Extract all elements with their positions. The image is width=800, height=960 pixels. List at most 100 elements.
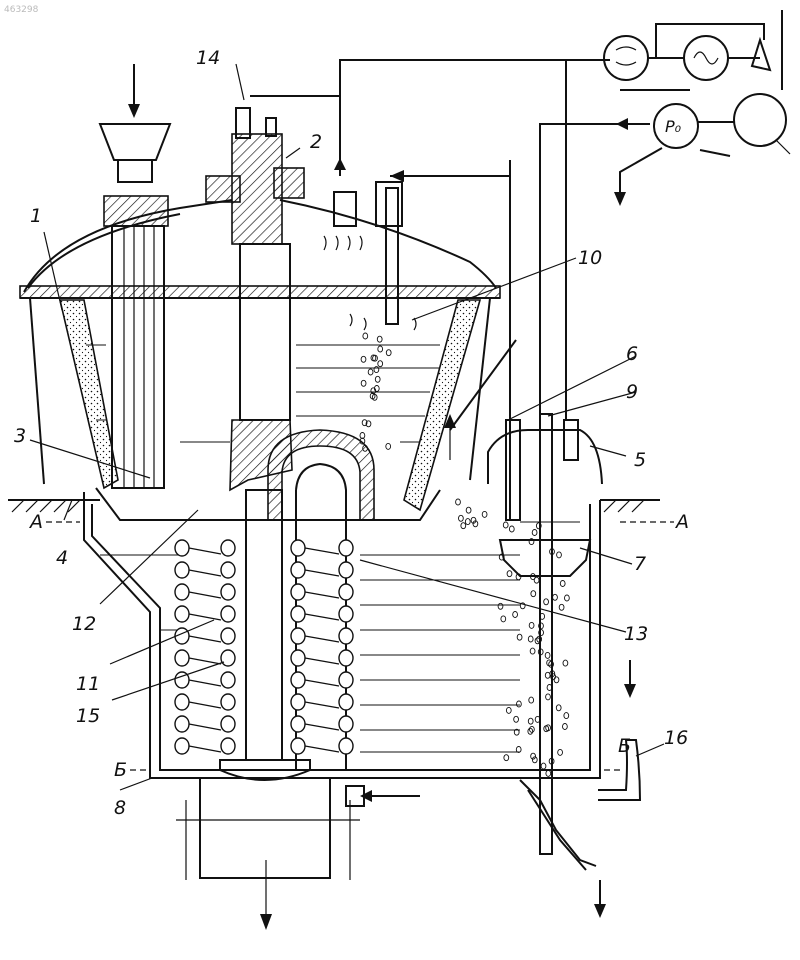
coil-turn — [291, 650, 305, 666]
coil-turn — [291, 738, 305, 754]
coil-turn — [221, 540, 235, 556]
gas-bubble — [529, 622, 534, 628]
coil-link — [305, 746, 339, 752]
coil-turn — [339, 628, 353, 644]
gas-bubble — [564, 713, 569, 719]
watermark-text: 463298 — [4, 5, 39, 15]
coil-link — [189, 680, 221, 686]
gas-bubble — [560, 581, 565, 587]
equipment-symbols: P₀ — [604, 10, 790, 206]
coil-turn — [221, 672, 235, 688]
gas-bubble — [541, 763, 546, 769]
gas-bubble — [514, 716, 519, 722]
gas-bubble — [459, 515, 464, 521]
gas-bubble — [528, 636, 533, 642]
coil-turn — [291, 562, 305, 578]
coil-turn — [221, 562, 235, 578]
coil-turn — [291, 540, 305, 556]
gas-bubble — [517, 701, 522, 707]
coil-link — [305, 614, 339, 620]
coil-turn — [291, 694, 305, 710]
coil-turn — [175, 650, 189, 666]
outlet-16 — [520, 660, 640, 918]
coil-turn — [339, 694, 353, 710]
coil-turn — [291, 584, 305, 600]
gas-bubble — [554, 677, 559, 683]
coil-turn — [339, 716, 353, 732]
coil-link — [305, 636, 339, 642]
coil-link — [305, 658, 339, 664]
gas-bubble — [360, 433, 365, 439]
label-6: 6 — [626, 343, 638, 365]
gas-bubble — [545, 652, 550, 658]
coil-link — [189, 702, 221, 708]
gas-bubble — [503, 522, 508, 528]
coil-link — [189, 548, 221, 554]
gas-bubble — [361, 356, 366, 362]
gas-bubble — [482, 511, 487, 517]
label-7: 7 — [634, 553, 646, 575]
gas-bubble — [506, 707, 511, 713]
gas-bubble — [501, 616, 506, 622]
coil-turn — [339, 650, 353, 666]
gas-bubble — [465, 519, 470, 525]
gas-bubble — [377, 336, 382, 342]
label-14: 14 — [196, 47, 220, 69]
gas-bubble — [378, 346, 383, 352]
gas-bubble — [546, 770, 551, 776]
section-a-left: A — [28, 511, 43, 533]
gas-bubble — [556, 705, 561, 711]
gas-bubble — [563, 724, 568, 730]
coil-turn — [221, 628, 235, 644]
separator-vessel — [488, 414, 602, 854]
gas-bubble — [456, 499, 461, 505]
coil-turn — [221, 584, 235, 600]
label-2: 2 — [310, 131, 322, 153]
label-8: 8 — [114, 797, 126, 819]
top-nozzles — [324, 182, 416, 330]
coil-link — [189, 724, 221, 730]
coil-turn — [339, 540, 353, 556]
gas-bubble — [531, 591, 536, 597]
heating-coils — [175, 540, 353, 754]
gas-bubble — [557, 552, 562, 558]
gas-bubble — [532, 530, 537, 536]
pressure-gauge-label: P₀ — [665, 117, 682, 136]
coil-turn — [291, 628, 305, 644]
coil-link — [305, 570, 339, 576]
coil-link — [305, 702, 339, 708]
label-5: 5 — [634, 449, 646, 471]
label-1: 1 — [30, 205, 42, 227]
gas-bubble — [546, 694, 551, 700]
label-9: 9 — [626, 381, 638, 403]
gas-bubble — [386, 443, 391, 449]
gas-bubble — [530, 648, 535, 654]
gas-bubble — [529, 697, 534, 703]
gas-bubble — [466, 507, 471, 513]
gas-bubble — [378, 361, 383, 367]
gas-bubble — [498, 603, 503, 609]
gas-bubble — [504, 755, 509, 761]
section-b-left: Б — [114, 759, 127, 781]
coil-turn — [221, 694, 235, 710]
label-15: 15 — [76, 705, 100, 727]
coil-link — [305, 680, 339, 686]
coil-turn — [175, 738, 189, 754]
label-13: 13 — [624, 623, 648, 645]
bottom-supports — [176, 778, 420, 930]
gas-bubble — [513, 612, 518, 618]
gas-bubble — [386, 350, 391, 356]
gas-bubble — [509, 526, 514, 532]
label-16: 16 — [664, 727, 688, 749]
coil-link — [189, 592, 221, 598]
gas-bubble — [517, 634, 522, 640]
gas-bubble — [528, 718, 533, 724]
label-3: 3 — [14, 425, 26, 447]
coil-turn — [175, 606, 189, 622]
coil-link — [189, 570, 221, 576]
coil-turn — [221, 738, 235, 754]
u-tube — [268, 430, 374, 770]
coil-link — [189, 636, 221, 642]
section-a-right: A — [674, 511, 689, 533]
coil-link — [189, 658, 221, 664]
